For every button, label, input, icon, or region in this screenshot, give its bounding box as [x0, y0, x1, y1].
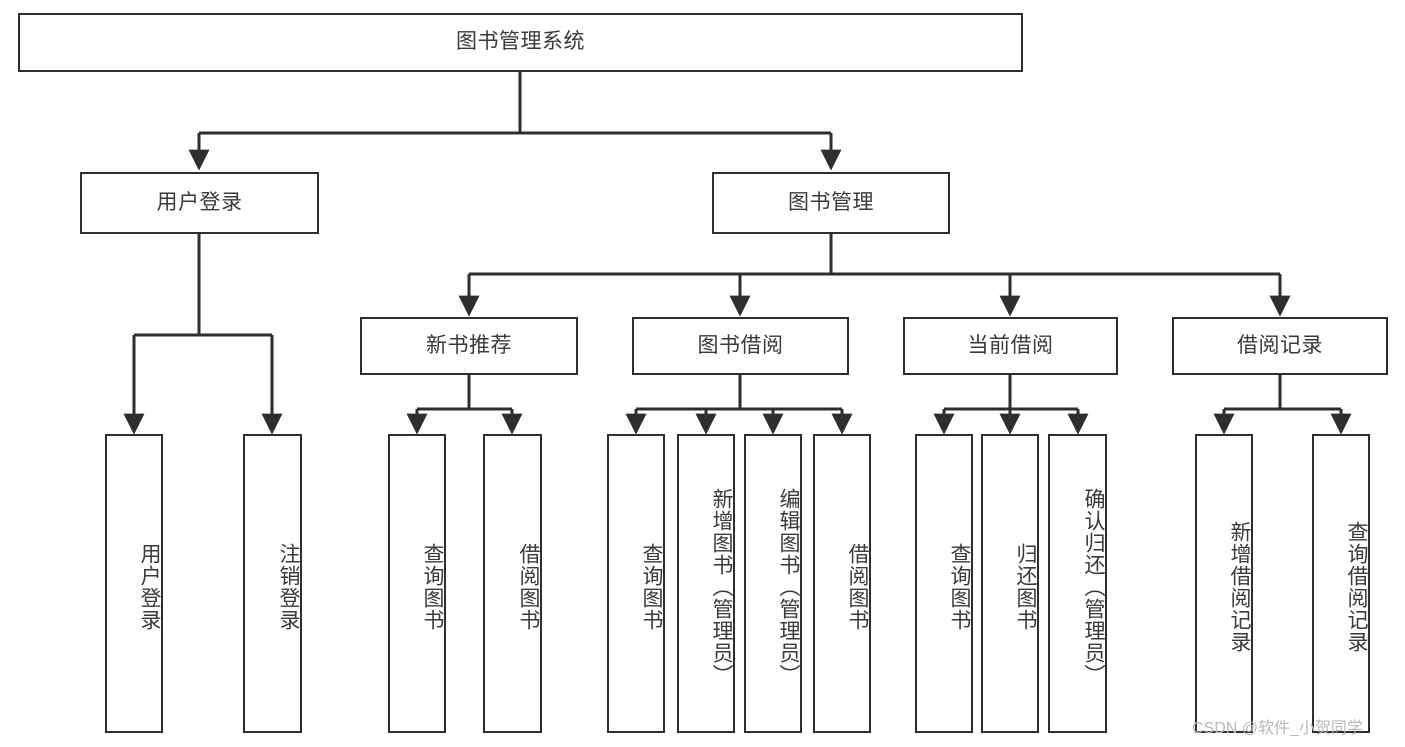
node-leaf-query-record-label: 查询借阅记录 — [1345, 520, 1368, 653]
node-leaf-add-record[interactable]: 新增借阅记录 — [1195, 434, 1253, 733]
node-borrow-record[interactable]: 借阅记录 — [1172, 317, 1388, 375]
node-leaf-borrow-book-2[interactable]: 借阅图书 — [813, 434, 871, 733]
node-borrow-record-label: 借阅记录 — [1237, 333, 1323, 357]
node-leaf-borrow-book-2-label: 借阅图书 — [846, 542, 869, 631]
node-leaf-query-book-2-label: 查询图书 — [640, 542, 663, 631]
node-user-login[interactable]: 用户登录 — [80, 172, 319, 234]
node-leaf-borrow-book-1[interactable]: 借阅图书 — [483, 434, 542, 733]
node-leaf-logout-label: 注销登录 — [277, 542, 300, 631]
node-leaf-query-book-1-label: 查询图书 — [421, 542, 444, 631]
node-leaf-query-book-1[interactable]: 查询图书 — [388, 434, 446, 733]
node-leaf-query-record[interactable]: 查询借阅记录 — [1312, 434, 1370, 733]
node-leaf-query-book-3[interactable]: 查询图书 — [915, 434, 973, 733]
node-leaf-add-record-label: 新增借阅记录 — [1228, 520, 1251, 653]
node-new-book-rec-label: 新书推荐 — [426, 333, 512, 357]
node-leaf-borrow-book-1-label: 借阅图书 — [517, 542, 540, 631]
node-book-borrow[interactable]: 图书借阅 — [632, 317, 849, 375]
node-new-book-rec[interactable]: 新书推荐 — [360, 317, 578, 375]
node-user-login-label: 用户登录 — [156, 190, 243, 214]
node-book-mgmt-label: 图书管理 — [788, 190, 874, 214]
node-leaf-edit-book[interactable]: 编辑图书（管理员） — [744, 434, 802, 733]
node-current-borrow[interactable]: 当前借阅 — [903, 317, 1118, 375]
node-leaf-return-book[interactable]: 归还图书 — [981, 434, 1039, 733]
csdn-watermark: CSDN @软件_小贺同学 — [1192, 720, 1363, 737]
node-book-mgmt[interactable]: 图书管理 — [712, 172, 950, 234]
node-leaf-return-book-label: 归还图书 — [1014, 542, 1037, 631]
node-leaf-query-book-3-label: 查询图书 — [948, 542, 971, 631]
node-current-borrow-label: 当前借阅 — [967, 333, 1054, 357]
node-root[interactable]: 图书管理系统 — [18, 13, 1023, 72]
node-leaf-confirm-return-label: 确认归还（管理员） — [1082, 487, 1105, 686]
node-leaf-logout[interactable]: 注销登录 — [243, 434, 302, 733]
node-leaf-add-book-label: 新增图书（管理员） — [710, 487, 733, 686]
node-leaf-edit-book-label: 编辑图书（管理员） — [777, 487, 800, 686]
node-leaf-query-book-2[interactable]: 查询图书 — [607, 434, 665, 733]
node-book-borrow-label: 图书借阅 — [697, 333, 784, 357]
node-root-label: 图书管理系统 — [456, 30, 585, 54]
node-leaf-confirm-return[interactable]: 确认归还（管理员） — [1048, 434, 1107, 733]
node-leaf-add-book[interactable]: 新增图书（管理员） — [677, 434, 735, 733]
node-leaf-user-login-label: 用户登录 — [138, 542, 161, 631]
node-leaf-user-login[interactable]: 用户登录 — [105, 434, 163, 733]
